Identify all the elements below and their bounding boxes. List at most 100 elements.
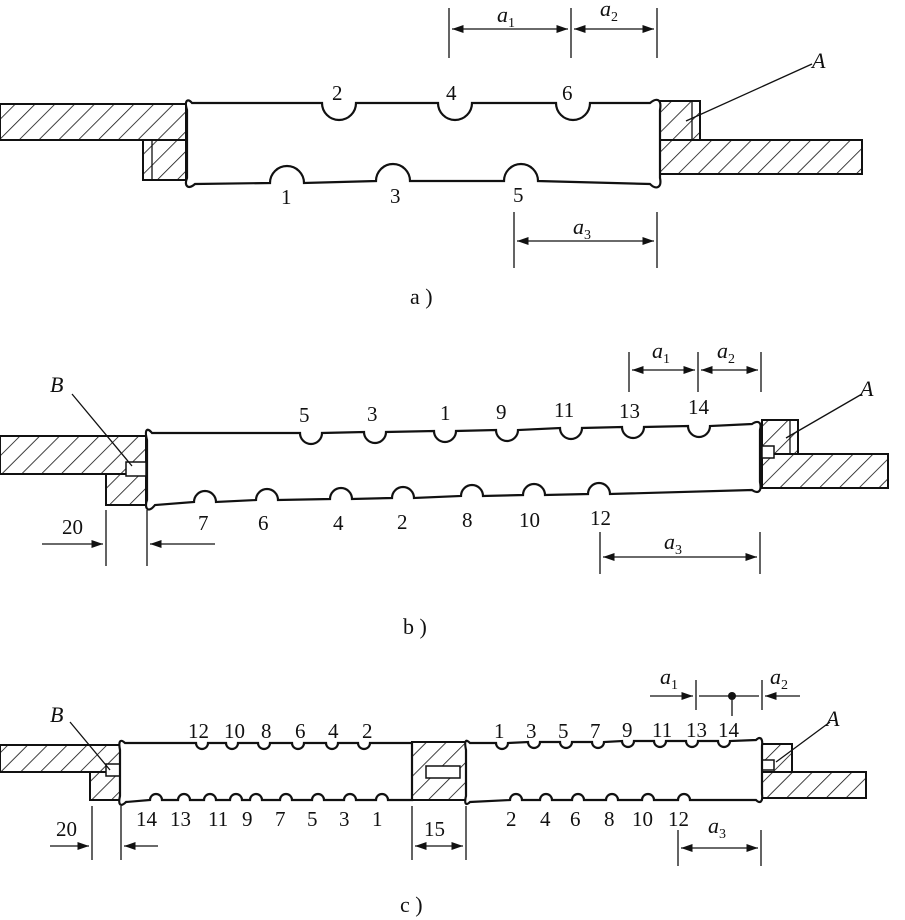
top-label: 3 [367, 402, 378, 426]
label-B: B [50, 372, 63, 397]
top-label: 14 [688, 395, 710, 419]
right-bottom-label: 10 [632, 807, 653, 831]
main-body-a [184, 98, 662, 189]
dim-a3: a [573, 214, 584, 239]
main-body-b [144, 420, 762, 511]
label-A: A [858, 376, 874, 401]
left-top-label: 12 [188, 719, 209, 743]
left-plug-a [142, 139, 187, 181]
svg-text:a2: a2 [770, 664, 788, 693]
dim-a1: a [660, 664, 671, 689]
bottom-label: 1 [281, 185, 292, 209]
top-label: 1 [440, 401, 451, 425]
dim-a1-sub: 1 [663, 352, 670, 367]
bottom-label: 6 [258, 511, 269, 535]
left-segment-c [118, 739, 414, 806]
bottom-label: 3 [390, 184, 401, 208]
left-top-label: 10 [224, 719, 245, 743]
dim-a3: a [664, 529, 675, 554]
bottom-label: 2 [397, 510, 408, 534]
right-top-label: 1 [494, 719, 505, 743]
caption-c: c ) [400, 892, 423, 917]
svg-text:a2: a2 [717, 338, 735, 367]
left-bottom-label: 7 [275, 807, 286, 831]
dim-dot [728, 692, 736, 700]
top-label: 2 [332, 81, 343, 105]
dim-a2: a [717, 338, 728, 363]
left-top-label: 2 [362, 719, 373, 743]
right-plug-a [659, 100, 701, 141]
right-bottom-label: 4 [540, 807, 551, 831]
right-wall-c [761, 771, 867, 799]
gap-15: 15 [424, 817, 445, 841]
dim-a1: a [652, 338, 663, 363]
left-bottom-label: 3 [339, 807, 350, 831]
right-top-label: 3 [526, 719, 537, 743]
right-top-label: 11 [652, 718, 672, 742]
left-bottom-label: 13 [170, 807, 191, 831]
left-top-label: 6 [295, 719, 306, 743]
dim-a2: a [600, 0, 611, 21]
right-top-label: 14 [718, 718, 740, 742]
left-bottom-label: 5 [307, 807, 318, 831]
right-segment-c [464, 736, 764, 806]
caption-b: b ) [403, 614, 427, 639]
gap-20: 20 [62, 515, 83, 539]
bottom-label: 7 [198, 511, 209, 535]
left-bottom-label: 14 [136, 807, 158, 831]
dim-a1-sub: 1 [508, 16, 515, 31]
top-label: 6 [562, 81, 573, 105]
dim-a1-sub: 1 [671, 678, 678, 693]
bottom-label: 4 [333, 511, 344, 535]
right-bottom-label: 8 [604, 807, 615, 831]
panel-b: 5 3 1 9 11 13 14 7 6 4 2 8 10 12 a1 a2 a… [0, 338, 889, 639]
gap-20: 20 [56, 817, 77, 841]
right-bottom-label: 2 [506, 807, 517, 831]
right-bottom-label: 12 [668, 807, 689, 831]
left-bottom-label: 11 [208, 807, 228, 831]
svg-text:a3: a3 [573, 214, 591, 243]
bottom-label: 8 [462, 508, 473, 532]
label-B: B [50, 702, 63, 727]
bottom-label: 10 [519, 508, 540, 532]
dim-a3: a [708, 813, 719, 838]
right-bottom-label: 6 [570, 807, 581, 831]
label-A: A [824, 706, 840, 731]
bottom-label: 5 [513, 183, 524, 207]
panel-c: 12 10 8 6 4 2 14 13 11 9 7 5 3 1 1 3 5 7… [0, 664, 867, 917]
right-top-label: 5 [558, 719, 569, 743]
label-A: A [810, 48, 826, 73]
svg-text:a3: a3 [664, 529, 682, 558]
svg-text:a1: a1 [660, 664, 678, 693]
svg-text:a1: a1 [652, 338, 670, 367]
dim-a1: a [497, 2, 508, 27]
svg-text:a2: a2 [600, 0, 618, 25]
left-plug-b [105, 473, 147, 506]
right-top-label: 7 [590, 719, 601, 743]
svg-text:a3: a3 [708, 813, 726, 842]
left-top-label: 4 [328, 719, 339, 743]
top-label: 5 [299, 403, 310, 427]
dim-a2-sub: 2 [781, 678, 788, 693]
left-top-label: 8 [261, 719, 272, 743]
dim-a2-sub: 2 [611, 10, 618, 25]
bottom-label: 12 [590, 506, 611, 530]
svg-text:a1: a1 [497, 2, 515, 31]
dim-a3-sub: 3 [719, 827, 726, 842]
left-bottom-label: 1 [372, 807, 383, 831]
dim-a3-sub: 3 [675, 543, 682, 558]
left-bottom-label: 9 [242, 807, 253, 831]
dim-a2-sub: 2 [728, 352, 735, 367]
caption-a: a ) [410, 284, 433, 309]
left-wall-a [0, 103, 187, 141]
right-top-label: 9 [622, 718, 633, 742]
top-label: 9 [496, 400, 507, 424]
panel-a: 2 4 6 1 3 5 a1 a2 a3 A a ) [0, 0, 863, 309]
right-wall-b [761, 453, 889, 489]
dim-a3-sub: 3 [584, 228, 591, 243]
top-label: 11 [554, 398, 574, 422]
right-top-label: 13 [686, 718, 707, 742]
top-label: 4 [446, 81, 457, 105]
left-wall-c [0, 744, 121, 773]
